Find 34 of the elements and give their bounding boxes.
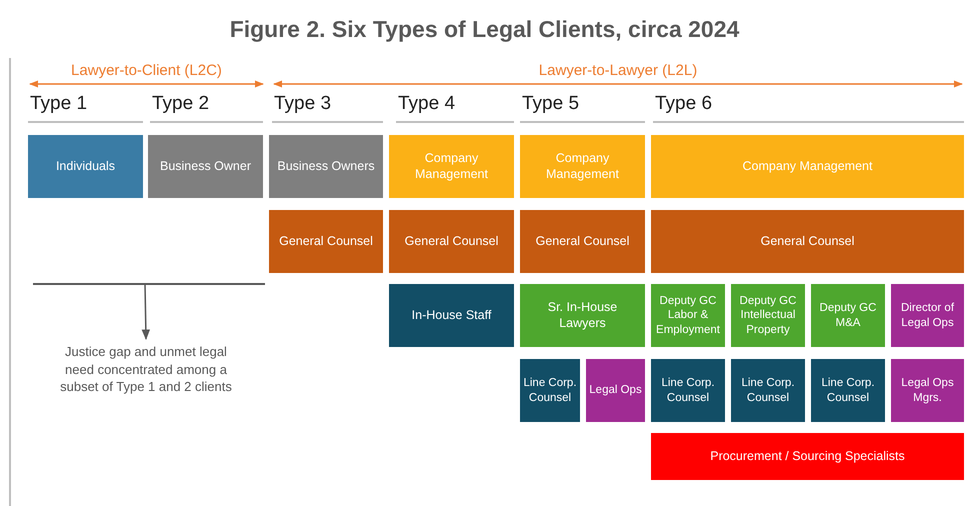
role-box: General Counsel (389, 210, 514, 273)
role-box: Legal Ops (586, 359, 645, 422)
role-box: Individuals (28, 135, 143, 198)
role-box: Director of Legal Ops (891, 284, 964, 347)
role-box: Business Owner (148, 135, 263, 198)
note-text: Justice gap and unmet legal need concentrated among a subset of Type 1 and 2 clients (50, 343, 242, 396)
role-box: Legal Ops Mgrs. (891, 359, 964, 422)
arrow (142, 284, 150, 340)
type-heading: Type 6 (655, 93, 712, 115)
title: Figure 2. Six Types of Legal Clients, circa 2024 (228, 16, 740, 43)
role-box: Deputy GC M&A (811, 284, 885, 347)
role-box: Sr. In-House Lawyers (520, 284, 645, 347)
role-box: Company Management (520, 135, 645, 198)
type-heading: Type 5 (522, 93, 580, 115)
role-box: Line Corp. Counsel (651, 359, 725, 422)
role-box: General Counsel (520, 210, 645, 273)
role-box: General Counsel (269, 210, 383, 273)
role-box: Line Corp. Counsel (520, 359, 580, 422)
role-box: Deputy GC Labor & Employment (651, 284, 725, 347)
type-heading: Type 2 (152, 93, 210, 115)
role-box: Line Corp. Counsel (731, 359, 805, 422)
role-box: Company Management (389, 135, 514, 198)
type-heading: Type 4 (398, 93, 456, 115)
role-box: In-House Staff (389, 284, 514, 347)
role-box: Deputy GC Intellectual Property (731, 284, 805, 347)
role-box: Line Corp. Counsel (811, 359, 885, 422)
type-heading: Type 3 (274, 93, 332, 115)
role-box: General Counsel (651, 210, 964, 273)
role-box: Company Management (651, 135, 964, 198)
role-box: Business Owners (269, 135, 383, 198)
type-heading: Type 1 (30, 93, 88, 115)
span-label: Lawyer-to-Client (L2C) (70, 62, 223, 79)
span-label: Lawyer-to-Lawyer (L2L) (538, 62, 698, 79)
role-box: Procurement / Sourcing Specialists (651, 433, 964, 480)
